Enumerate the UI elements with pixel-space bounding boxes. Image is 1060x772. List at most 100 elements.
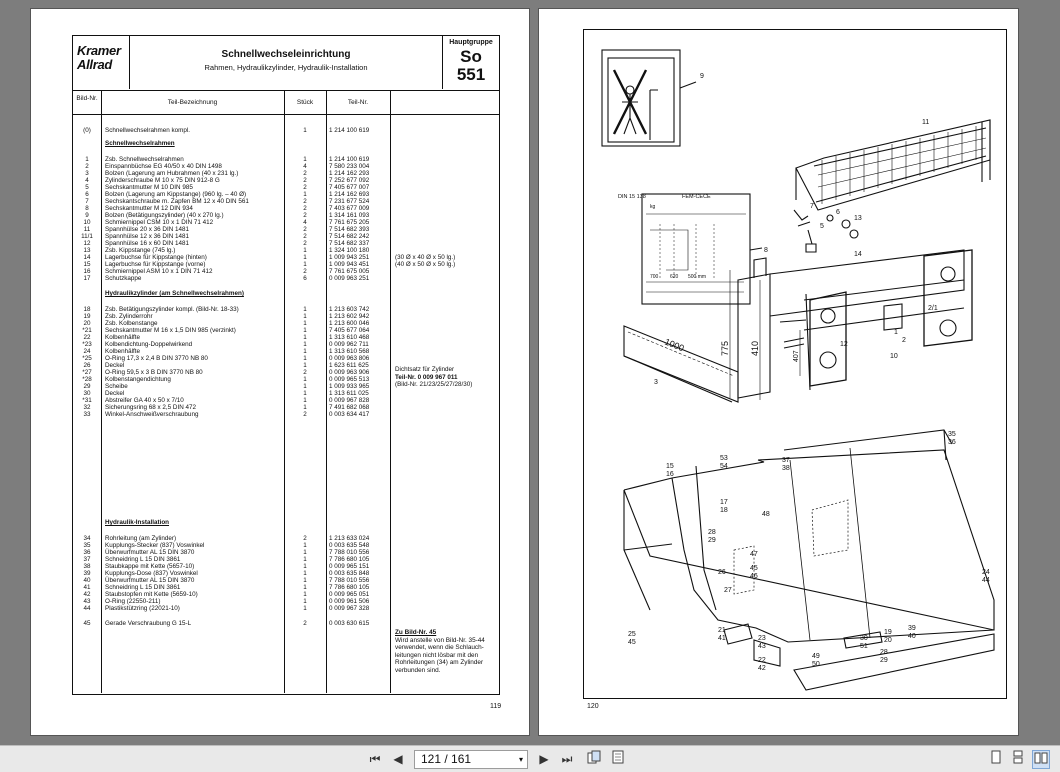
svg-text:29: 29 xyxy=(880,657,888,664)
svg-text:2/1: 2/1 xyxy=(928,305,938,312)
cell-tn: 0 009 963 806 xyxy=(329,355,370,362)
cell-st: 2 xyxy=(303,177,307,184)
document-viewer: Kramer Allrad Schnellwechseleinrichtung … xyxy=(30,8,1019,736)
cell-nr: 26 xyxy=(83,362,91,369)
fit-page-icon[interactable] xyxy=(610,750,626,769)
cell-tn: 1 213 603 742 xyxy=(329,306,370,313)
cell-st: 4 xyxy=(303,163,307,170)
page-number-field[interactable]: 121 / 161 ▾ xyxy=(414,750,528,769)
group-label: Hauptgruppe xyxy=(449,39,493,46)
cell-st: 1 xyxy=(303,598,307,605)
cell-st: 1 xyxy=(303,563,307,570)
svg-text:41: 41 xyxy=(718,635,726,642)
cell-bez: Bolzen (Lagerung am Hubrahmen (40 x 231 … xyxy=(105,170,239,177)
svg-text:28: 28 xyxy=(708,529,716,536)
col-teil-bezeichnung: Teil-Bezeichnung xyxy=(101,91,284,115)
note-45-line: Wird anstelle von Bild-Nr. 35-44 xyxy=(395,636,485,644)
svg-text:28: 28 xyxy=(880,649,888,656)
first-page-button[interactable]: ⏮ xyxy=(369,752,381,766)
continuous-view-icon[interactable] xyxy=(1010,750,1026,769)
cell-bez: Plastikstützring (22021-10) xyxy=(105,605,180,612)
previous-page-button[interactable]: ◀ xyxy=(393,752,403,766)
svg-text:6: 6 xyxy=(836,209,840,216)
cell-tn: 7 786 680 105 xyxy=(329,556,370,563)
next-page-button[interactable]: ▶ xyxy=(539,752,549,766)
chevron-down-icon[interactable]: ▾ xyxy=(518,755,523,764)
cell-st: 2 xyxy=(303,212,307,219)
cell-nr: 8 xyxy=(85,205,89,212)
cell-st: 1 xyxy=(303,191,307,198)
cell-nr: 35 xyxy=(83,542,91,549)
cell-bez: Spannhülse 16 x 60 DIN 1481 xyxy=(105,240,190,247)
cell-nr: 9 xyxy=(85,212,89,219)
cell-st: 2 xyxy=(303,198,307,205)
cell-st: 1 xyxy=(303,127,307,134)
cell-bez: Kolbenhälfte xyxy=(105,348,141,355)
svg-text:26: 26 xyxy=(718,569,726,576)
cell-bez: O-Ring (22550-211) xyxy=(105,598,161,605)
cell-tn: 1 214 162 693 xyxy=(329,191,370,198)
cell-nr: 41 xyxy=(83,584,91,591)
cell-bez: Einspannbüchse EG 40/50 x 40 DIN 1498 xyxy=(105,163,222,170)
cell-st: 2 xyxy=(303,184,307,191)
cell-nr: 7 xyxy=(85,198,89,205)
svg-text:39: 39 xyxy=(908,625,916,632)
single-page-view-icon[interactable] xyxy=(988,750,1004,769)
cell-nr: 19 xyxy=(83,313,91,320)
cell-nr: 37 xyxy=(83,556,91,563)
cell-bez: Bolzen (Lagerung am Kippstange) (960 lg.… xyxy=(105,191,247,198)
cell-nr: 6 xyxy=(85,191,89,198)
cell-tn: 0 009 961 506 xyxy=(329,598,370,605)
cell-bez: Sicherungsring 68 x 2,5 DIN 472 xyxy=(105,404,197,411)
svg-text:11: 11 xyxy=(922,119,929,126)
cell-nr: 15 xyxy=(83,261,91,268)
cell-tn: 0 003 635 848 xyxy=(329,570,370,577)
cell-bez: Abstreifer GA 40 x 50 x 7/10 xyxy=(105,397,184,404)
cell-st: 1 xyxy=(303,334,307,341)
cell-bez: Staubkappe mit Kette (5657-10) xyxy=(105,563,195,570)
cell-st: 1 xyxy=(303,549,307,556)
cell-bez: Sechskantschraube m. Zapfen BM 12 x 40 D… xyxy=(105,198,249,205)
cell-bez: Hydraulik-Installation xyxy=(105,519,170,526)
cell-nr: *27 xyxy=(82,369,92,376)
cell-nr: 44 xyxy=(83,605,91,612)
cell-tn: 1 313 611 025 xyxy=(329,390,369,397)
cell-bez: Staubstopfen mit Kette (5659-10) xyxy=(105,591,198,598)
cell-tn: 0 003 634 417 xyxy=(329,411,370,418)
svg-text:36: 36 xyxy=(948,439,956,446)
col-stueck: Stück xyxy=(284,91,326,115)
brand-line-2: Allrad xyxy=(77,57,113,72)
copy-icon[interactable] xyxy=(586,750,602,769)
cell-nr: 14 xyxy=(83,254,91,261)
cell-tn: 1 214 100 619 xyxy=(329,156,370,163)
cell-st: 1 xyxy=(303,327,307,334)
cell-nr: 4 xyxy=(85,177,89,184)
svg-text:12: 12 xyxy=(840,341,848,348)
cylinder-note-line: Dichtsatz für Zylinder xyxy=(395,366,455,373)
cell-st: 2 xyxy=(303,369,307,376)
two-page-view-icon[interactable] xyxy=(1032,750,1050,769)
cell-bez: Zsb. Zylinderrohr xyxy=(105,313,153,320)
svg-text:47: 47 xyxy=(750,551,758,558)
cell-nr: 11 xyxy=(83,226,91,233)
last-page-button[interactable]: ⏭ xyxy=(561,752,573,766)
cell-bez: Winkel-Anschweißverschraubung xyxy=(105,411,199,418)
note-45-heading: Zu Bild-Nr. 45 xyxy=(395,629,437,636)
cylinder-note-line: Teil-Nr. 0 009 967 011 xyxy=(395,373,458,381)
cell-st: 1 xyxy=(303,383,307,390)
part-number-labels: 9 11 7 6 5 13 14 8 1 2 2/1 10 12 3 1000 … xyxy=(618,73,990,672)
cell-st: 6 xyxy=(303,275,307,282)
